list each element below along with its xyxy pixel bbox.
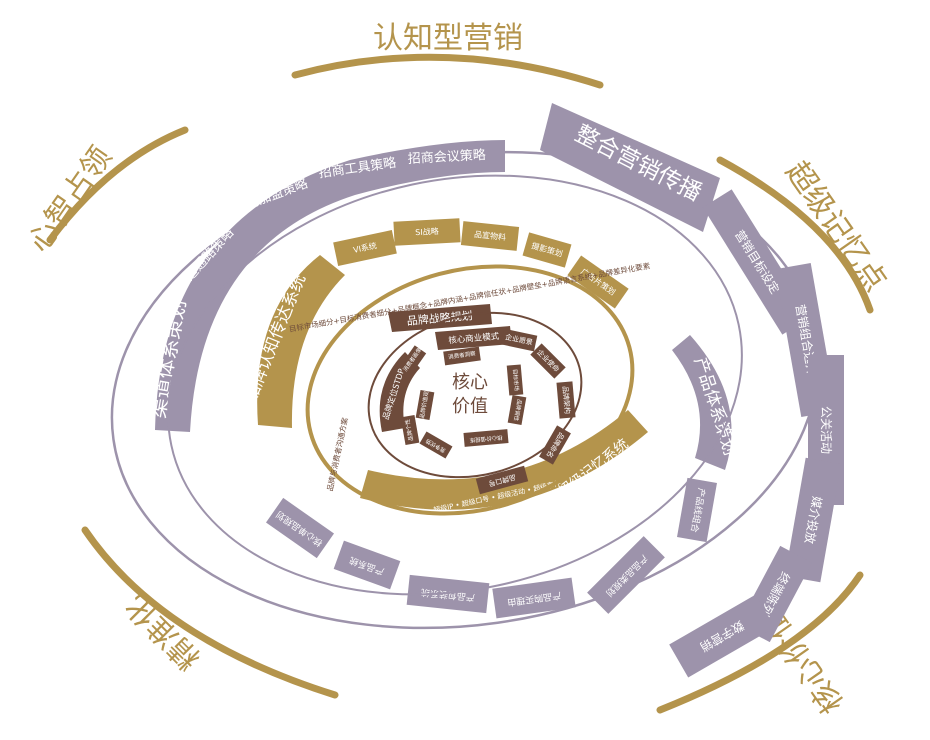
inner-small-item-8: 品牌调性 [507, 394, 527, 426]
arc-top [291, 53, 604, 89]
product-item-6-bg [266, 497, 334, 559]
product-item-3: 产品购买理由 [492, 577, 576, 619]
label-mind-occupation: 心智占领 [21, 140, 118, 258]
business-model-box [435, 326, 512, 350]
gold-inner-ring-line [305, 264, 635, 516]
inner-small-item-5: 竞争优势 [419, 431, 453, 459]
cognition-item-3-bg [460, 221, 520, 251]
core-value: 核心 价值 [452, 372, 488, 417]
product-item-5-bg [333, 540, 401, 590]
inner-right-item-4-bg [539, 425, 571, 465]
product-item-5: 产品系统 [333, 540, 401, 590]
inner-small-item-3: 品牌价值观 [415, 389, 435, 421]
product-item-2: 产品品类规划 [587, 536, 665, 614]
product-item-1-bg [677, 477, 717, 543]
inner-small-item-1-label: 消费者洞察 [448, 349, 477, 361]
product-item-1: 产品线组合 [677, 477, 717, 543]
cognition-item-1: VI系统 [333, 230, 397, 266]
inner-small-item-7: 目标市场 [506, 364, 524, 396]
inner-small-item-7-label: 目标市场 [511, 369, 521, 392]
inner-right-item-2: 企业使命 [530, 343, 566, 379]
product-item-4-bg [406, 574, 490, 614]
arc-right [716, 156, 874, 314]
cognition-item-4-bg [522, 232, 572, 268]
arc-top-left [46, 126, 189, 244]
inner-small-item-1: 消费者洞察 [443, 346, 481, 366]
inner-small-item-4-bg [400, 414, 420, 446]
integrated-title-banner [540, 103, 720, 232]
integrated-item-6: 数字营销 [669, 594, 775, 678]
label-cognitive-marketing: 认知型营销 [373, 21, 523, 56]
inner-right-item-3-label: 品牌架构 [561, 386, 572, 415]
core-line-1: 核心 [452, 372, 488, 393]
channel-item-4: 招商会议策略 [407, 147, 486, 167]
business-model-label: 核心商业模式 [448, 331, 500, 346]
integrated-item-6-bg [669, 594, 775, 678]
inner-small-item-8-bg [507, 394, 527, 426]
inner-small-item-7-bg [506, 364, 524, 396]
inner-right-item-1: 企业愿景 [500, 328, 538, 352]
integrated-item-4: 媒介投放 [784, 457, 842, 583]
outer-arcs [46, 53, 874, 714]
integrated-item-3-label: 公关活动 [819, 406, 833, 454]
strategy-title: 品牌战略规划 [406, 308, 473, 328]
inner-small-item-4: 品牌个性 [400, 414, 420, 446]
memory-band [360, 410, 648, 510]
inner-right-item-5-bg [475, 465, 529, 495]
product-band [672, 335, 732, 470]
cognition-item-3-label: 品宣物料 [474, 229, 507, 242]
cognition-item-2-label: SI战略 [415, 226, 439, 237]
cognition-item-4: 摄影策划 [522, 232, 572, 268]
inner-small-item-2-bg [399, 345, 427, 375]
cognition-item-2-bg [393, 218, 461, 246]
inner-small-item-1-bg [443, 346, 481, 366]
inner-right-item-1-bg [500, 328, 538, 352]
product-item-6: 核心单品规划 [266, 497, 334, 559]
strategy-title-box [388, 304, 492, 332]
cognition-item-1-label: VI系统 [352, 240, 377, 255]
inner-brown-ring [367, 311, 583, 479]
inner-small-item-8-label: 品牌调性 [512, 399, 524, 423]
inner-small-item-4-label: 品牌个性 [403, 418, 415, 442]
inner-small-item-5-bg [419, 431, 453, 459]
core-line-2: 价值 [452, 396, 488, 417]
inner-small-item-3-bg [415, 389, 435, 421]
middle-ellipse-line [167, 174, 743, 596]
product-item-3-bg [492, 577, 576, 619]
strategy-left-text: 品牌与消费者沟通方案 [324, 416, 349, 492]
inner-small-item-6-label: 核心价值提炼 [469, 434, 503, 445]
cognition-item-2: SI战略 [393, 218, 461, 246]
product-item-2-bg [587, 536, 665, 614]
inner-right-item-5: 品牌口号 [475, 465, 529, 495]
arc-bottom-right [656, 571, 864, 714]
cognition-item-3: 品宣物料 [460, 221, 520, 251]
inner-small-item-6: 核心价值提炼 [463, 429, 509, 447]
inner-right-item-3-bg [556, 381, 576, 419]
inner-right-item-3: 品牌架构 [556, 381, 576, 419]
cognition-item-5-bg [567, 255, 629, 309]
inner-small-items: 消费者洞察消费者画像品牌价值观品牌个性竞争优势核心价值提炼目标市场品牌调性 [399, 345, 527, 459]
inner-right-item-2-bg [530, 343, 566, 379]
inner-small-item-6-bg [463, 429, 509, 447]
arc-bottom-left [81, 526, 339, 699]
cognition-band [257, 255, 345, 428]
cognition-item-1-bg [333, 230, 397, 266]
cognition-items: VI系统SI战略品宣物料摄影策划广告片策划 [333, 218, 629, 309]
integrated-item-4-bg [784, 457, 842, 583]
